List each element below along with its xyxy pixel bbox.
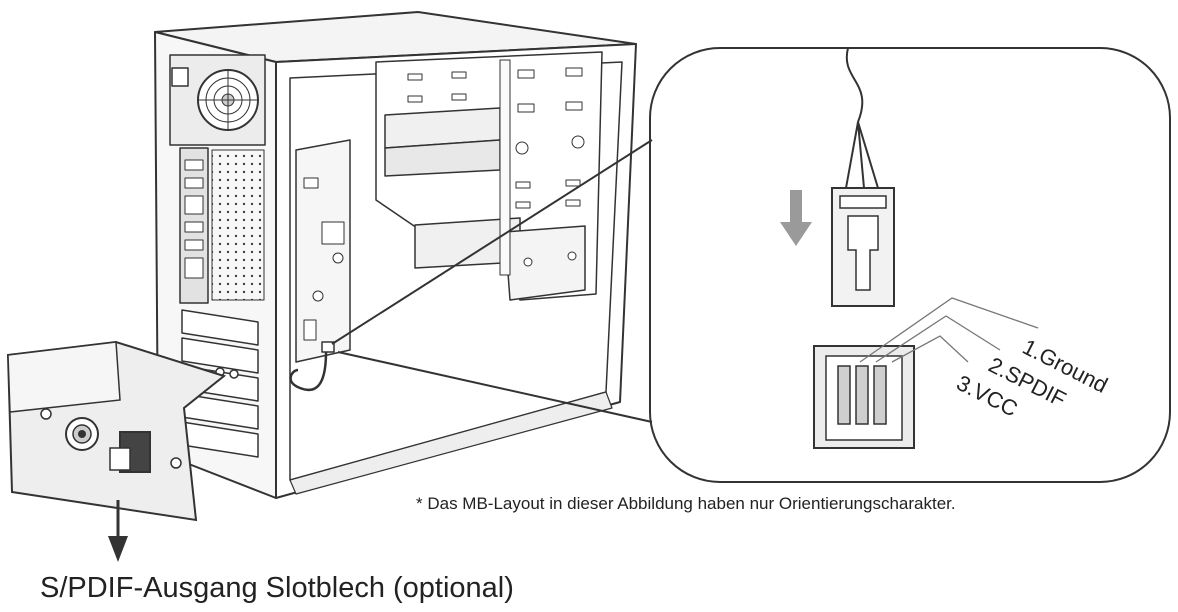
direction-down-arrow (108, 536, 128, 562)
drive-cage (375, 51, 603, 301)
case-floor (289, 391, 613, 495)
diagram-caption: S/PDIF-Ausgang Slotblech (optional) (40, 572, 514, 604)
spdif-jack-icon (65, 417, 99, 451)
spdif-cable-connector (831, 187, 895, 307)
power-socket (171, 67, 189, 87)
pin-leader-lines (859, 297, 1039, 363)
pc-case (154, 11, 637, 499)
cable-wires (845, 47, 879, 189)
spdif-cable (289, 351, 328, 391)
board-pin-header (813, 345, 915, 449)
spdif-header (321, 341, 335, 353)
layout-disclaimer-note: * Das MB-Layout in dieser Abbildung habe… (416, 494, 956, 513)
motherboard (295, 139, 351, 363)
optical-port-icon (109, 431, 151, 473)
insert-direction-arrow (780, 190, 812, 246)
slot-bracket-inset (6, 340, 227, 562)
zoom-frame (649, 47, 1171, 483)
zoom-callout (331, 47, 1171, 483)
